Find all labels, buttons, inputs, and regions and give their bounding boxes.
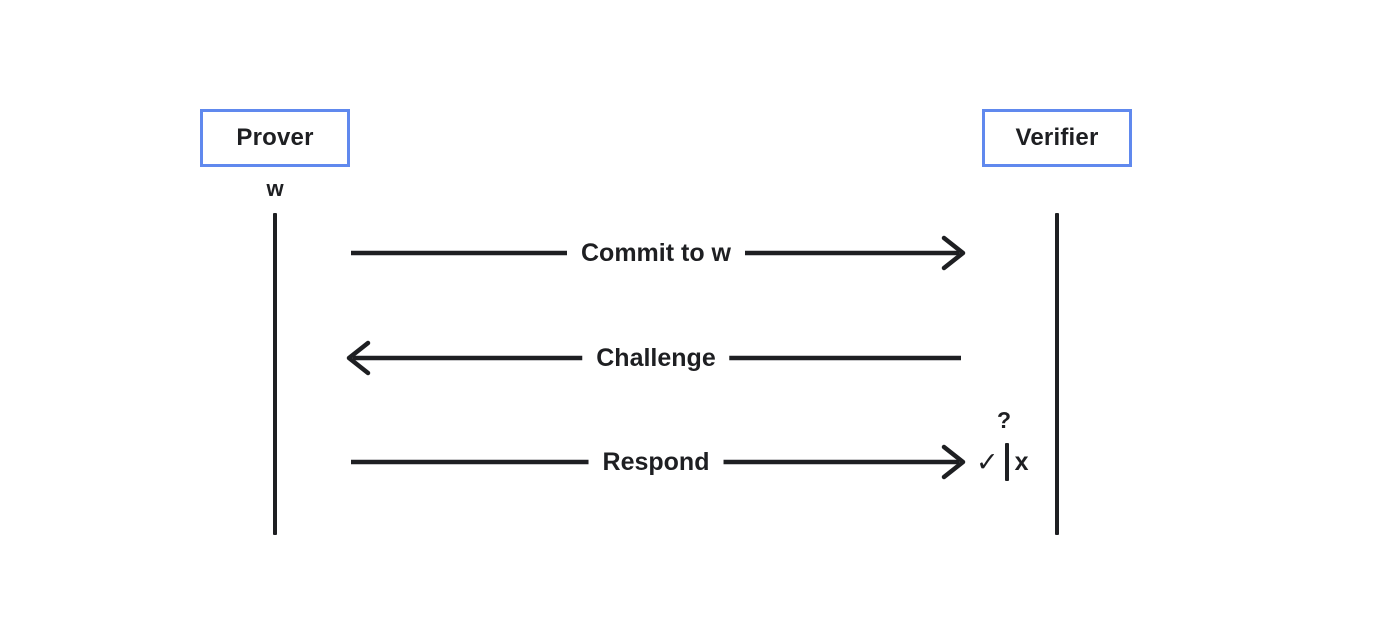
message-label-commit: Commit to w — [567, 236, 745, 270]
message-label-respond: Respond — [588, 445, 724, 479]
actor-box-prover: Prover — [200, 109, 350, 167]
message-label-challenge: Challenge — [582, 341, 730, 375]
actor-label-verifier: Verifier — [1015, 124, 1099, 151]
verification-verdict: ? ✓ x — [976, 406, 1040, 486]
witness-label: w — [266, 176, 284, 201]
x-icon: x — [1014, 447, 1029, 476]
check-icon: ✓ — [976, 446, 999, 477]
verifier-lifeline — [1055, 213, 1059, 535]
verdict-separator-bar — [1004, 443, 1009, 481]
verdict-row: ✓ x — [976, 442, 1029, 482]
actor-box-verifier: Verifier — [982, 109, 1132, 167]
actor-label-prover: Prover — [236, 124, 314, 151]
prover-lifeline — [273, 213, 277, 535]
question-mark: ? — [997, 407, 1012, 433]
